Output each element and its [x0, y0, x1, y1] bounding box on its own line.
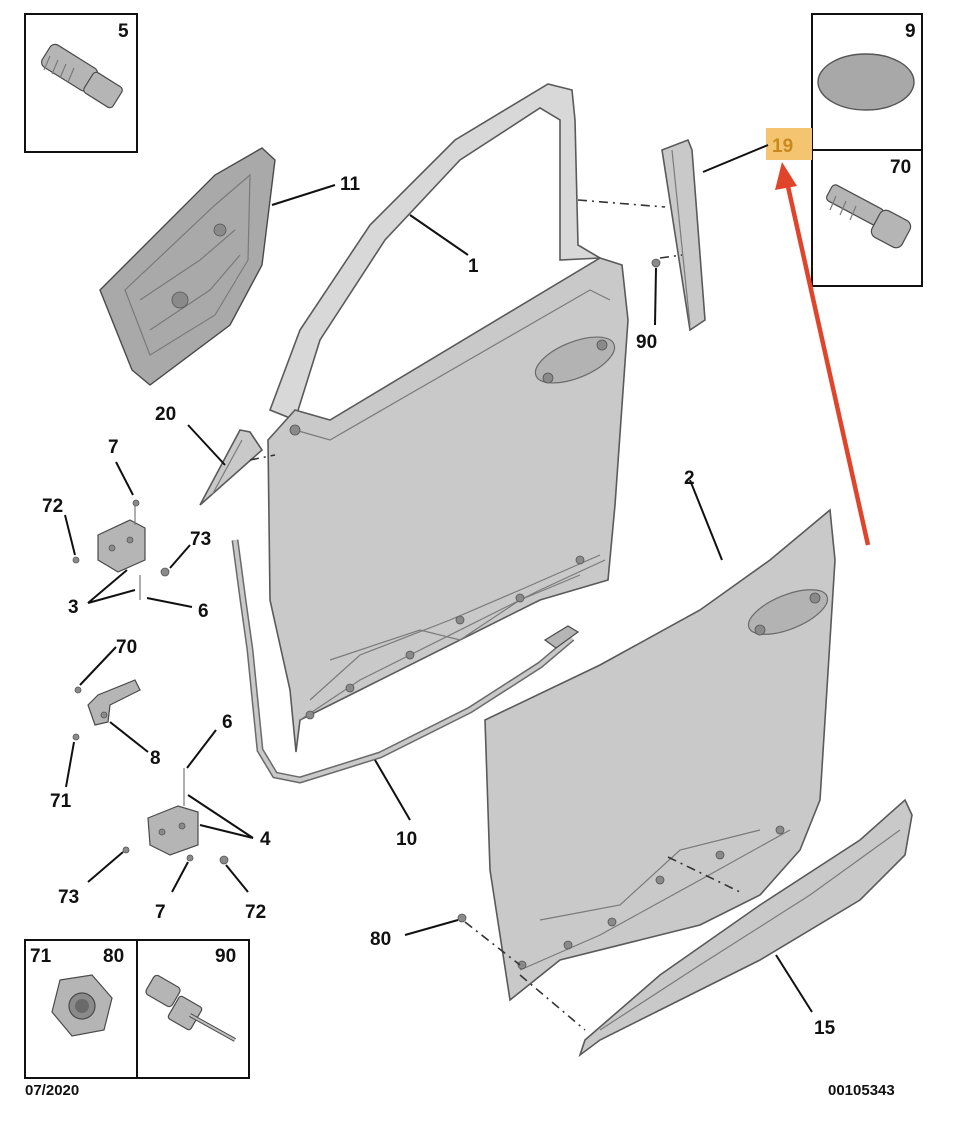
box-label-90: 90	[215, 946, 236, 967]
callout-3: 3	[68, 597, 79, 618]
door-body-1	[267, 83, 629, 753]
rivet-illustration	[145, 974, 236, 1042]
rivet-90-small	[651, 258, 661, 268]
box-label-5: 5	[118, 21, 129, 42]
callout-70: 70	[116, 637, 137, 658]
screw-illustration	[41, 43, 123, 109]
pillar-trim-19	[661, 138, 706, 332]
upper-hinge-3	[72, 499, 170, 600]
red-arrow	[775, 162, 871, 546]
seal-strip-10	[231, 539, 580, 784]
footer-date: 07/2020	[25, 1082, 79, 1099]
lower-hinge-4	[122, 768, 229, 865]
callout-11: 11	[340, 174, 361, 195]
part-box-71-80: 71 80	[24, 939, 138, 1079]
callout-73-top: 73	[190, 529, 211, 550]
callout-72-top: 72	[42, 496, 63, 517]
callout-15: 15	[814, 1018, 836, 1039]
callout-8: 8	[150, 748, 161, 769]
nut-illustration	[51, 974, 113, 1037]
part-box-70: 70	[811, 149, 923, 287]
lower-moulding-15	[578, 798, 913, 1058]
callout-20: 20	[155, 404, 176, 425]
outer-panel-2	[484, 508, 836, 1002]
callout-6-top: 6	[198, 601, 209, 622]
bolt-illustration	[825, 184, 912, 249]
callout-71: 71	[50, 791, 72, 812]
callout-10: 10	[396, 829, 417, 850]
callout-73-bottom: 73	[58, 887, 79, 908]
callout-19-highlight: 19	[766, 128, 812, 160]
callout-1: 1	[468, 256, 479, 277]
callout-7-bottom: 7	[155, 902, 166, 923]
box-label-70: 70	[890, 157, 911, 178]
callout-2: 2	[684, 468, 695, 489]
part-box-90: 90	[136, 939, 250, 1079]
part-box-9: 9	[811, 13, 923, 151]
callout-90: 90	[636, 332, 657, 353]
callout-80: 80	[370, 929, 391, 950]
plug-illustration	[817, 53, 915, 111]
callout-4: 4	[260, 829, 271, 850]
triangle-trim-20	[199, 429, 264, 506]
callout-72-bottom: 72	[245, 902, 266, 923]
box-label-9: 9	[905, 21, 916, 42]
box-label-71: 71	[30, 946, 52, 967]
part-box-5: 5	[24, 13, 138, 153]
inner-panel-11	[99, 147, 276, 386]
door-check-8	[72, 679, 141, 741]
callout-19: 19	[772, 136, 793, 157]
box-label-80: 80	[103, 946, 124, 967]
footer-reference: 00105343	[828, 1082, 895, 1099]
callout-7-top: 7	[108, 437, 119, 458]
callout-6-bottom: 6	[222, 712, 233, 733]
